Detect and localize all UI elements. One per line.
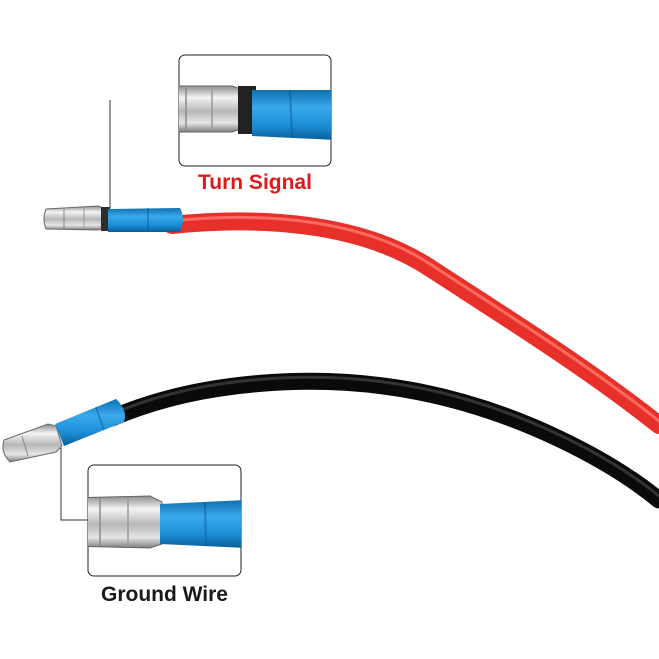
turn-signal-connector <box>43 205 183 232</box>
ground-wire-label: Ground Wire <box>101 583 228 606</box>
ground-wire-zoom-inset <box>87 464 242 577</box>
turn-signal-zoom-inset <box>178 54 332 167</box>
ground-wire-connector <box>2 399 125 463</box>
red-turn-signal-wire <box>163 212 659 434</box>
ground-wire-callout-line <box>60 448 89 521</box>
black-ground-wire <box>103 372 659 509</box>
turn-signal-label: Turn Signal <box>198 171 312 194</box>
